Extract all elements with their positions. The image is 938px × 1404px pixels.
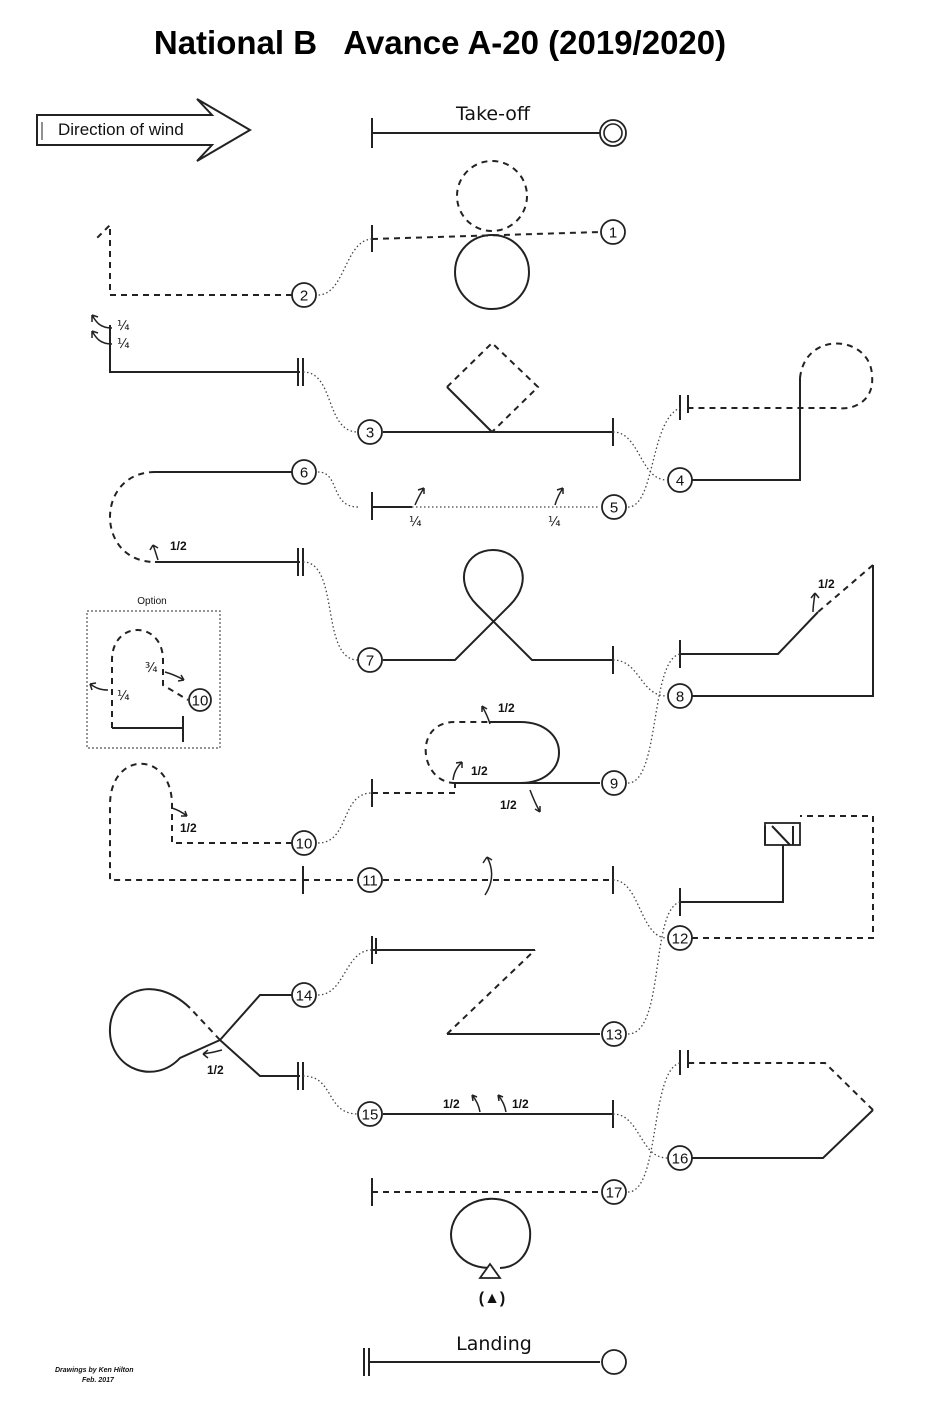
figure-node-number: 9: [610, 776, 618, 793]
figure-2-path: ¼ ¼: [91, 222, 373, 386]
figure-node-number: 8: [676, 689, 684, 706]
roll-label: 1/2: [207, 1063, 224, 1077]
figure-node-number: 2: [300, 288, 308, 305]
takeoff-line: Take-off: [371, 103, 627, 148]
figure-15-path: 1/2 1/2: [302, 1075, 614, 1128]
roll-label: ¼: [548, 515, 561, 530]
figure-9-path: 1/2 1/2 1/2: [372, 653, 681, 813]
figure-16-path: [612, 1050, 874, 1159]
roll-label: ¼: [117, 319, 130, 334]
figure-node-number: 14: [296, 988, 313, 1005]
figure-node-circle: [667, 683, 693, 709]
roll-label: 1/2: [471, 764, 488, 778]
figure-node-number: 15: [362, 1107, 379, 1124]
figure-5-path: ¼ ¼: [371, 407, 681, 530]
roll-label: 1/2: [170, 539, 187, 553]
figure-3-path: [302, 341, 614, 446]
figure-13-path: [371, 901, 681, 1035]
figure-node-number: 16: [672, 1151, 689, 1168]
figure-node-number: 17: [606, 1185, 623, 1202]
figure-7-path: [302, 548, 614, 674]
figure-node-circle: [291, 830, 317, 856]
figure-node-number: 11: [362, 873, 378, 890]
figure-node-circle: [357, 867, 383, 893]
figure-17-path: (▲): [371, 1062, 681, 1307]
option-figure-node-number: 10: [192, 693, 209, 710]
figure-node-circle: [601, 1179, 627, 1205]
wind-direction-arrow: Direction of wind: [36, 98, 252, 162]
figure-node-number: 1: [609, 225, 617, 242]
figure-node-number: 7: [366, 653, 374, 670]
figure-node-circle: [601, 770, 627, 796]
figure-10-path: 1/2: [109, 762, 373, 881]
figure-14-path: 1/2: [108, 949, 373, 1090]
figure-node-number: 4: [676, 473, 684, 490]
figure-node-circle: [667, 1145, 693, 1171]
figure-1-path: [371, 160, 601, 310]
figure-12-path: [612, 815, 874, 939]
roll-label: ¼: [117, 337, 130, 352]
landing-marker: (▲): [479, 1290, 506, 1307]
credit-line: Feb. 2017: [82, 1377, 115, 1384]
option-figure-node-circle: [188, 688, 212, 712]
roll-label: 1/2: [500, 798, 517, 812]
figure-node-circle: [357, 1101, 383, 1127]
figure-node-circle: [667, 467, 693, 493]
credit-line: Drawings by Ken Hilton: [55, 1367, 134, 1374]
figure-node-number: 12: [672, 931, 689, 948]
option-box: Option ¼ ¾: [86, 596, 221, 749]
roll-label: 1/2: [512, 1097, 529, 1111]
figure-node-circle: [357, 647, 383, 673]
roll-label: 1/2: [443, 1097, 460, 1111]
roll-label: ¾: [145, 661, 158, 676]
figure-node-number: 5: [610, 500, 618, 517]
figure-node-number: 6: [300, 465, 308, 482]
roll-label: ¼: [117, 689, 130, 704]
figure-8-path: 1/2: [612, 564, 874, 697]
roll-label: 1/2: [180, 821, 197, 835]
figure-6-path: 1/2: [109, 471, 359, 576]
figure-node-number: 13: [606, 1027, 623, 1044]
figure-11-path: [302, 856, 614, 896]
figure-node-circle: [291, 982, 317, 1008]
figure-node-circle: [291, 459, 317, 485]
option-label: Option: [137, 596, 166, 607]
figure-node-circle: [357, 419, 383, 445]
figure-node-circle: [291, 282, 317, 308]
roll-label: 1/2: [818, 577, 835, 591]
figure-node-number: 3: [366, 425, 374, 442]
page-title: National B Avance A-20 (2019/2020): [153, 24, 727, 61]
wind-label: Direction of wind: [58, 120, 184, 139]
landing-label: Landing: [456, 1333, 532, 1355]
figure-node-circle: [601, 1021, 627, 1047]
figure-node-number: 10: [296, 836, 313, 853]
figure-node-circle: [601, 494, 627, 520]
figure-4-path: [612, 342, 874, 481]
takeoff-label: Take-off: [455, 103, 531, 125]
landing-line: Landing: [363, 1333, 627, 1376]
figure-node-circle: [667, 925, 693, 951]
figure-node-circle: [600, 219, 626, 245]
roll-label: 1/2: [498, 701, 515, 715]
roll-label: ¼: [409, 515, 422, 530]
